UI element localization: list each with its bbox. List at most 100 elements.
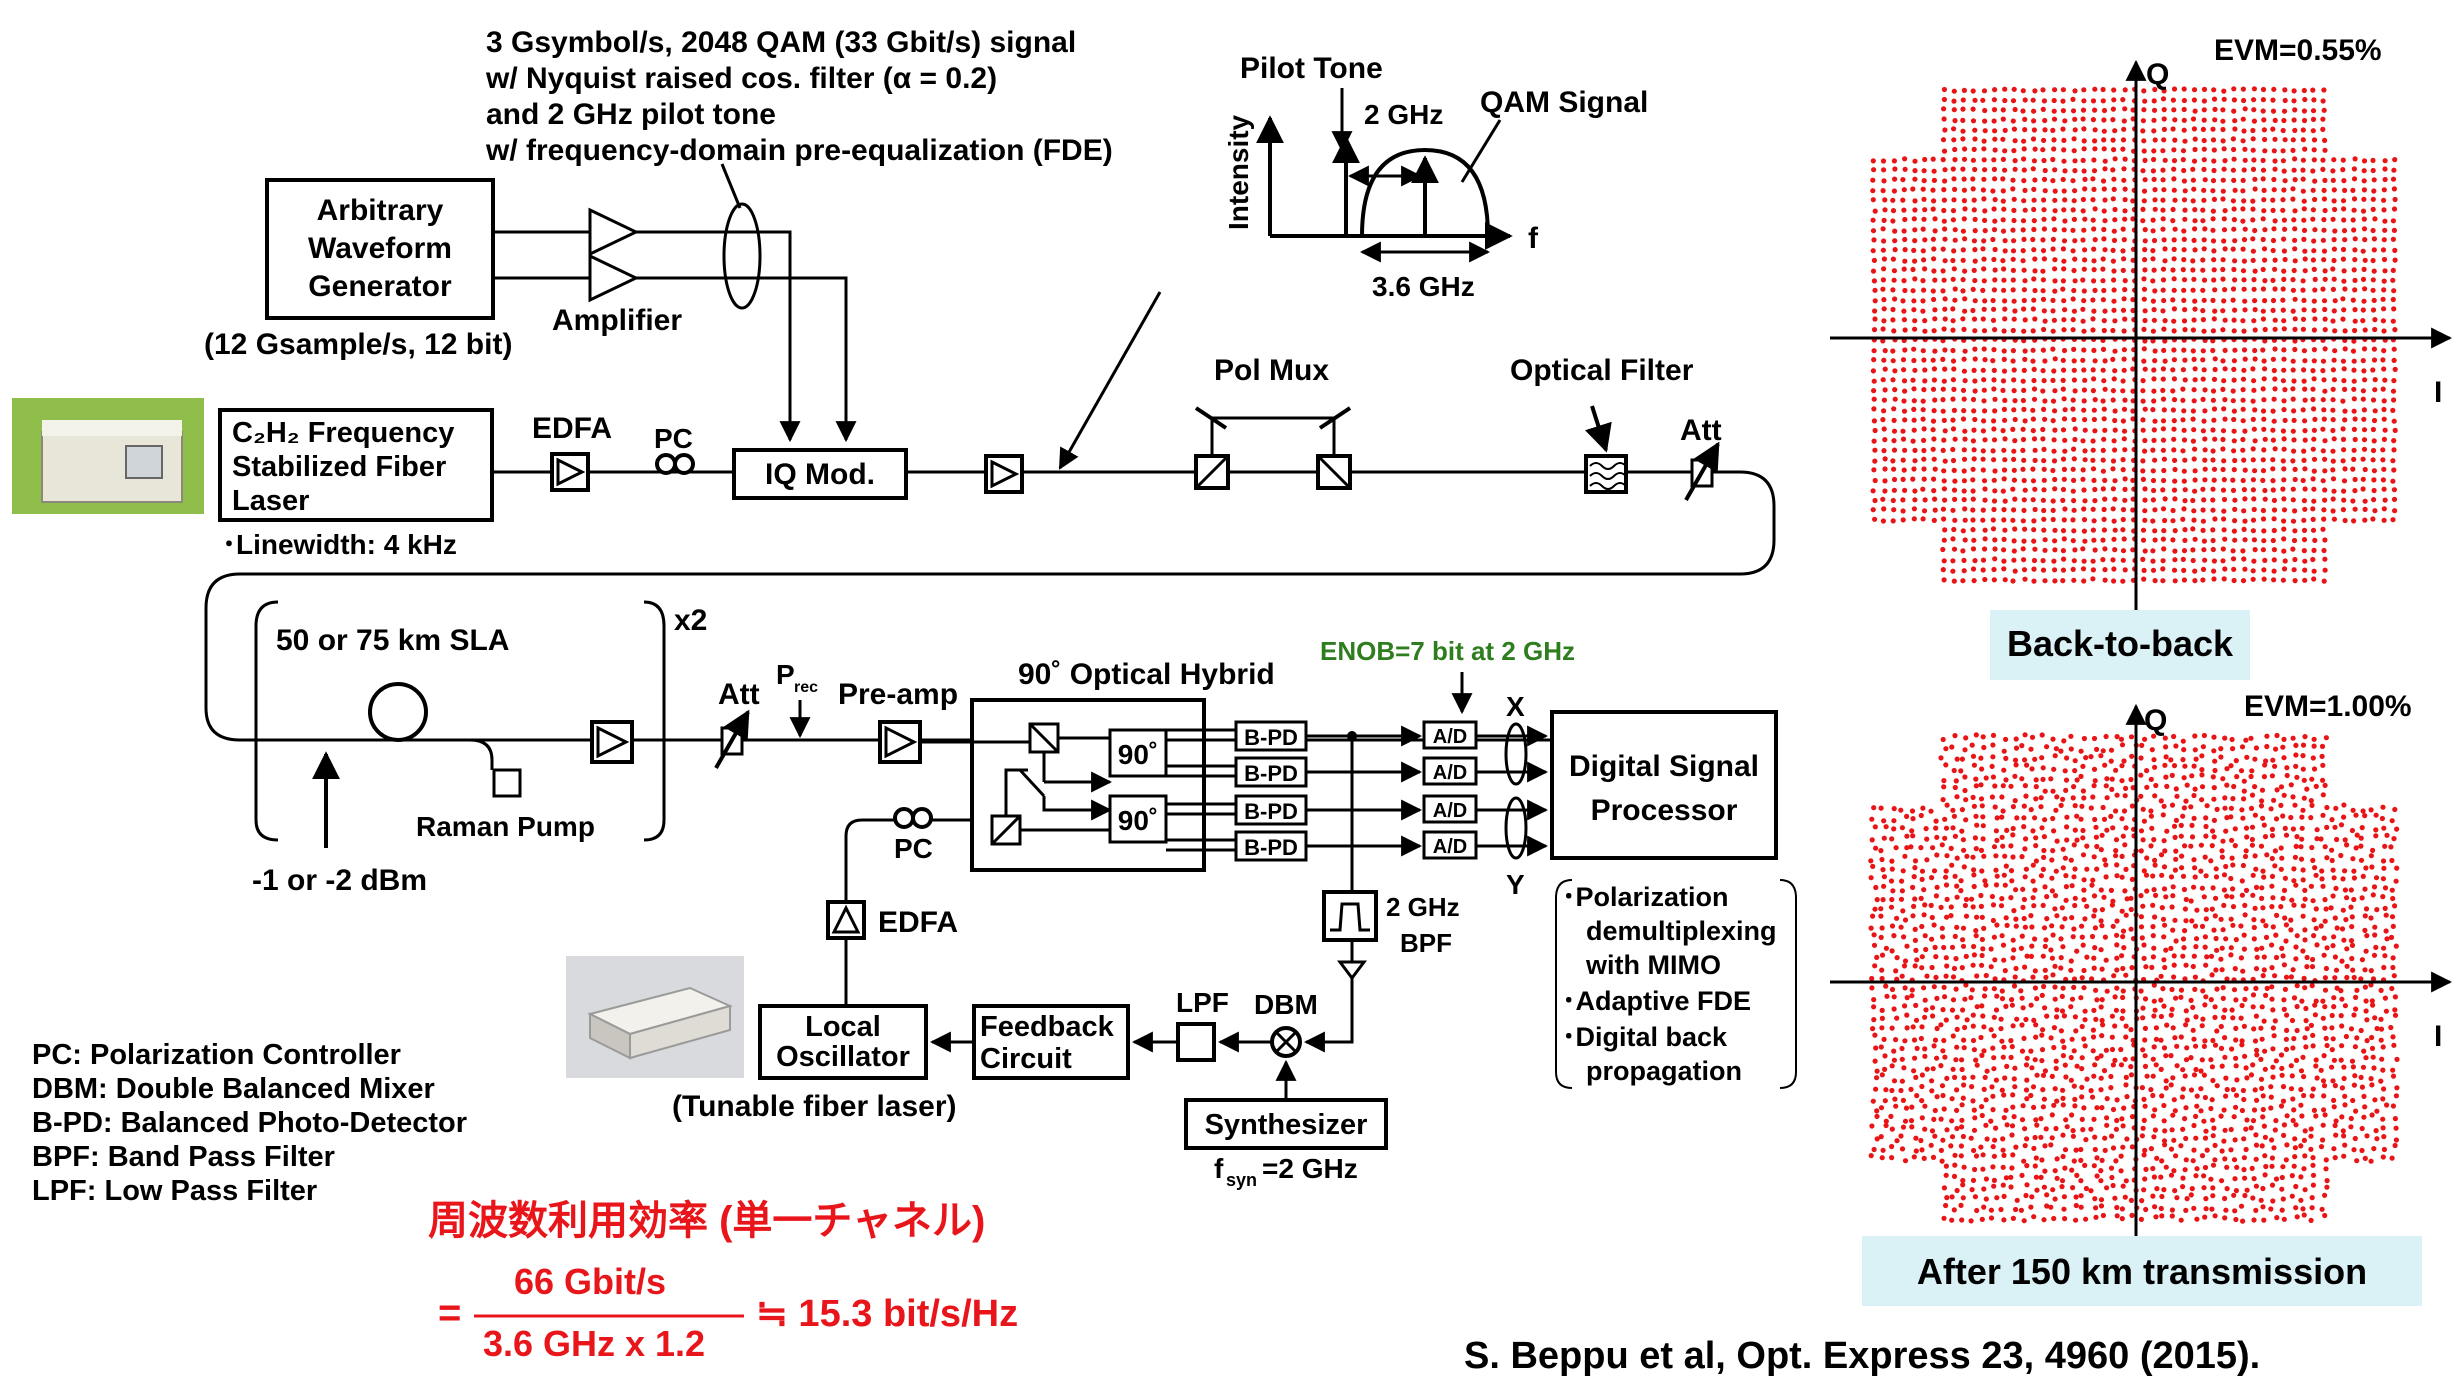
signal-line-2: w/ Nyquist raised cos. filter (α = 0.2)	[485, 62, 997, 95]
repeat-label: x2	[674, 604, 707, 637]
bpd-4: B-PD	[1236, 832, 1306, 860]
tx-edfa	[552, 454, 588, 490]
dsp-function-1: ･Polarization	[1562, 882, 1729, 912]
pol-mux	[1196, 408, 1350, 488]
tx-pc-label: PC	[654, 423, 693, 454]
lo-type-label: (Tunable fiber laser)	[672, 1090, 957, 1123]
fsyn-sub: syn	[1226, 1170, 1257, 1190]
efficiency-numerator: 66 Gbit/s	[514, 1261, 666, 1302]
awg-line-3: Generator	[308, 270, 452, 303]
citation: S. Beppu et al, Opt. Express 23, 4960 (2…	[1464, 1335, 2260, 1377]
adc-4: A/D	[1424, 832, 1476, 858]
awg-block: Arbitrary Waveform Generator	[267, 180, 493, 318]
span-label: 50 or 75 km SLA	[276, 624, 509, 657]
synth-label: Synthesizer	[1205, 1109, 1368, 1141]
fsyn-label: f	[1214, 1153, 1224, 1184]
ninety-1: 90˚	[1118, 739, 1158, 770]
tx-edfa-label: EDFA	[532, 412, 612, 445]
iq-mod: IQ Mod.	[734, 450, 906, 498]
adc-4-label: A/D	[1433, 836, 1467, 858]
optical-filter-pointer	[1592, 406, 1606, 450]
iq-mod-label: IQ Mod.	[765, 458, 875, 491]
bpd-2-label: B-PD	[1244, 761, 1298, 786]
spectrum-y-label: Intensity	[1223, 114, 1254, 230]
tx-pc	[657, 455, 693, 473]
spacing-label: 2 GHz	[1364, 99, 1443, 130]
tap-point	[1347, 731, 1357, 741]
legend-lpf: LPF: Low Pass Filter	[32, 1175, 317, 1207]
bpf-line-1: 2 GHz	[1386, 892, 1460, 922]
tx-att-label: Att	[1680, 414, 1722, 447]
laser-photo	[12, 398, 204, 514]
b2b-label: Back-to-back	[2007, 623, 2234, 664]
pilot-tone-label: Pilot Tone	[1240, 52, 1383, 85]
lo-line-1: Local	[805, 1011, 881, 1043]
adc-to-dsp	[1476, 724, 1546, 858]
rx-pc-label: PC	[894, 833, 933, 864]
lpf-label: LPF	[1176, 987, 1229, 1018]
rx-pc	[895, 809, 931, 827]
bpd-3-label: B-PD	[1244, 799, 1298, 824]
raman-branch	[398, 740, 492, 770]
spectrum-x-label: f	[1528, 222, 1539, 255]
inline-amp	[592, 722, 632, 762]
bpf	[1324, 892, 1376, 940]
lo-photo	[566, 956, 744, 1078]
dsp-line-1: Digital Signal	[1569, 750, 1759, 783]
laser-block: C₂H₂ Frequency Stabilized Fiber Laser	[220, 410, 492, 520]
signal-line-4: w/ frequency-domain pre-equalization (FD…	[485, 134, 1113, 167]
bandwidth-label: 3.6 GHz	[1372, 271, 1475, 302]
awg-line-2: Waveform	[308, 232, 452, 265]
awg-spec: (12 Gsample/s, 12 bit)	[204, 328, 512, 361]
awg-line-1: Arbitrary	[317, 194, 444, 227]
constellation-150km: Q I EVM=1.00% After 150 km transmission	[1830, 690, 2450, 1306]
adc-1-label: A/D	[1433, 726, 1467, 748]
lo-edfa	[828, 902, 864, 938]
preamp-label: Pre-amp	[838, 678, 958, 711]
amplifier-label: Amplifier	[552, 304, 682, 337]
preamp	[880, 722, 920, 762]
adc-1: A/D	[1424, 722, 1476, 748]
constellation-b2b: Q I EVM=0.55% Back-to-back	[1830, 34, 2450, 680]
adc-2-label: A/D	[1433, 762, 1467, 784]
linewidth-label: ･Linewidth: 4 kHz	[222, 529, 457, 560]
constellation-dots-b2b	[1870, 86, 2398, 584]
dsp-function-5: ･Digital back	[1562, 1022, 1728, 1052]
x-pol-label: X	[1506, 691, 1525, 722]
dsp-function-3: with MIMO	[1585, 950, 1721, 980]
efficiency-title: 周波数利用効率 (単一チャネル)	[428, 1199, 985, 1243]
dsp-function-6: propagation	[1586, 1056, 1742, 1086]
dsp-block: Digital Signal Processor	[1552, 712, 1776, 858]
bpd-to-adc	[1306, 736, 1420, 900]
bpf-line-2: BPF	[1400, 928, 1452, 958]
spectrum-inset: Intensity f Pilot Tone 2 GHz QAM Signal …	[1223, 52, 1648, 302]
rx-att-label: Att	[718, 678, 760, 711]
lo-line-2: Oscillator	[776, 1041, 910, 1073]
optical-filter-label: Optical Filter	[1510, 354, 1694, 387]
signal-pointer	[722, 164, 740, 208]
constellation-dots-150km	[1868, 732, 2399, 1223]
signal-line-1: 3 Gsymbol/s, 2048 QAM (33 Gbit/s) signal	[486, 26, 1076, 59]
b2b-q-label: Q	[2146, 58, 2169, 91]
legend-pc: PC: Polarization Controller	[32, 1039, 401, 1071]
raman-pump-box	[494, 770, 520, 796]
efficiency-result: ≒ 15.3 bit/s/Hz	[756, 1293, 1018, 1335]
km150-evm: EVM=1.00%	[2244, 690, 2412, 723]
launch-power-label: -1 or -2 dBm	[252, 864, 427, 897]
bpd-1: B-PD	[1236, 722, 1306, 750]
bpd-4-label: B-PD	[1244, 835, 1298, 860]
efficiency-denominator: 3.6 GHz x 1.2	[483, 1323, 705, 1364]
raman-pump-label: Raman Pump	[416, 811, 595, 842]
dsp-line-2: Processor	[1591, 794, 1738, 827]
optical-hybrid	[972, 700, 1204, 870]
qam-signal-label: QAM Signal	[1480, 86, 1648, 119]
lo-edfa-label: EDFA	[878, 906, 958, 939]
dbm-mixer	[1272, 1028, 1300, 1056]
prec-sub: rec	[794, 679, 818, 696]
enob-label: ENOB=7 bit at 2 GHz	[1320, 636, 1575, 666]
dsp-function-2: demultiplexing	[1586, 916, 1777, 946]
signal-description: 3 Gsymbol/s, 2048 QAM (33 Gbit/s) signal…	[485, 26, 1113, 167]
adc-3-label: A/D	[1433, 800, 1467, 822]
dbm-label: DBM	[1254, 989, 1318, 1020]
signal-line-3: and 2 GHz pilot tone	[486, 98, 776, 131]
